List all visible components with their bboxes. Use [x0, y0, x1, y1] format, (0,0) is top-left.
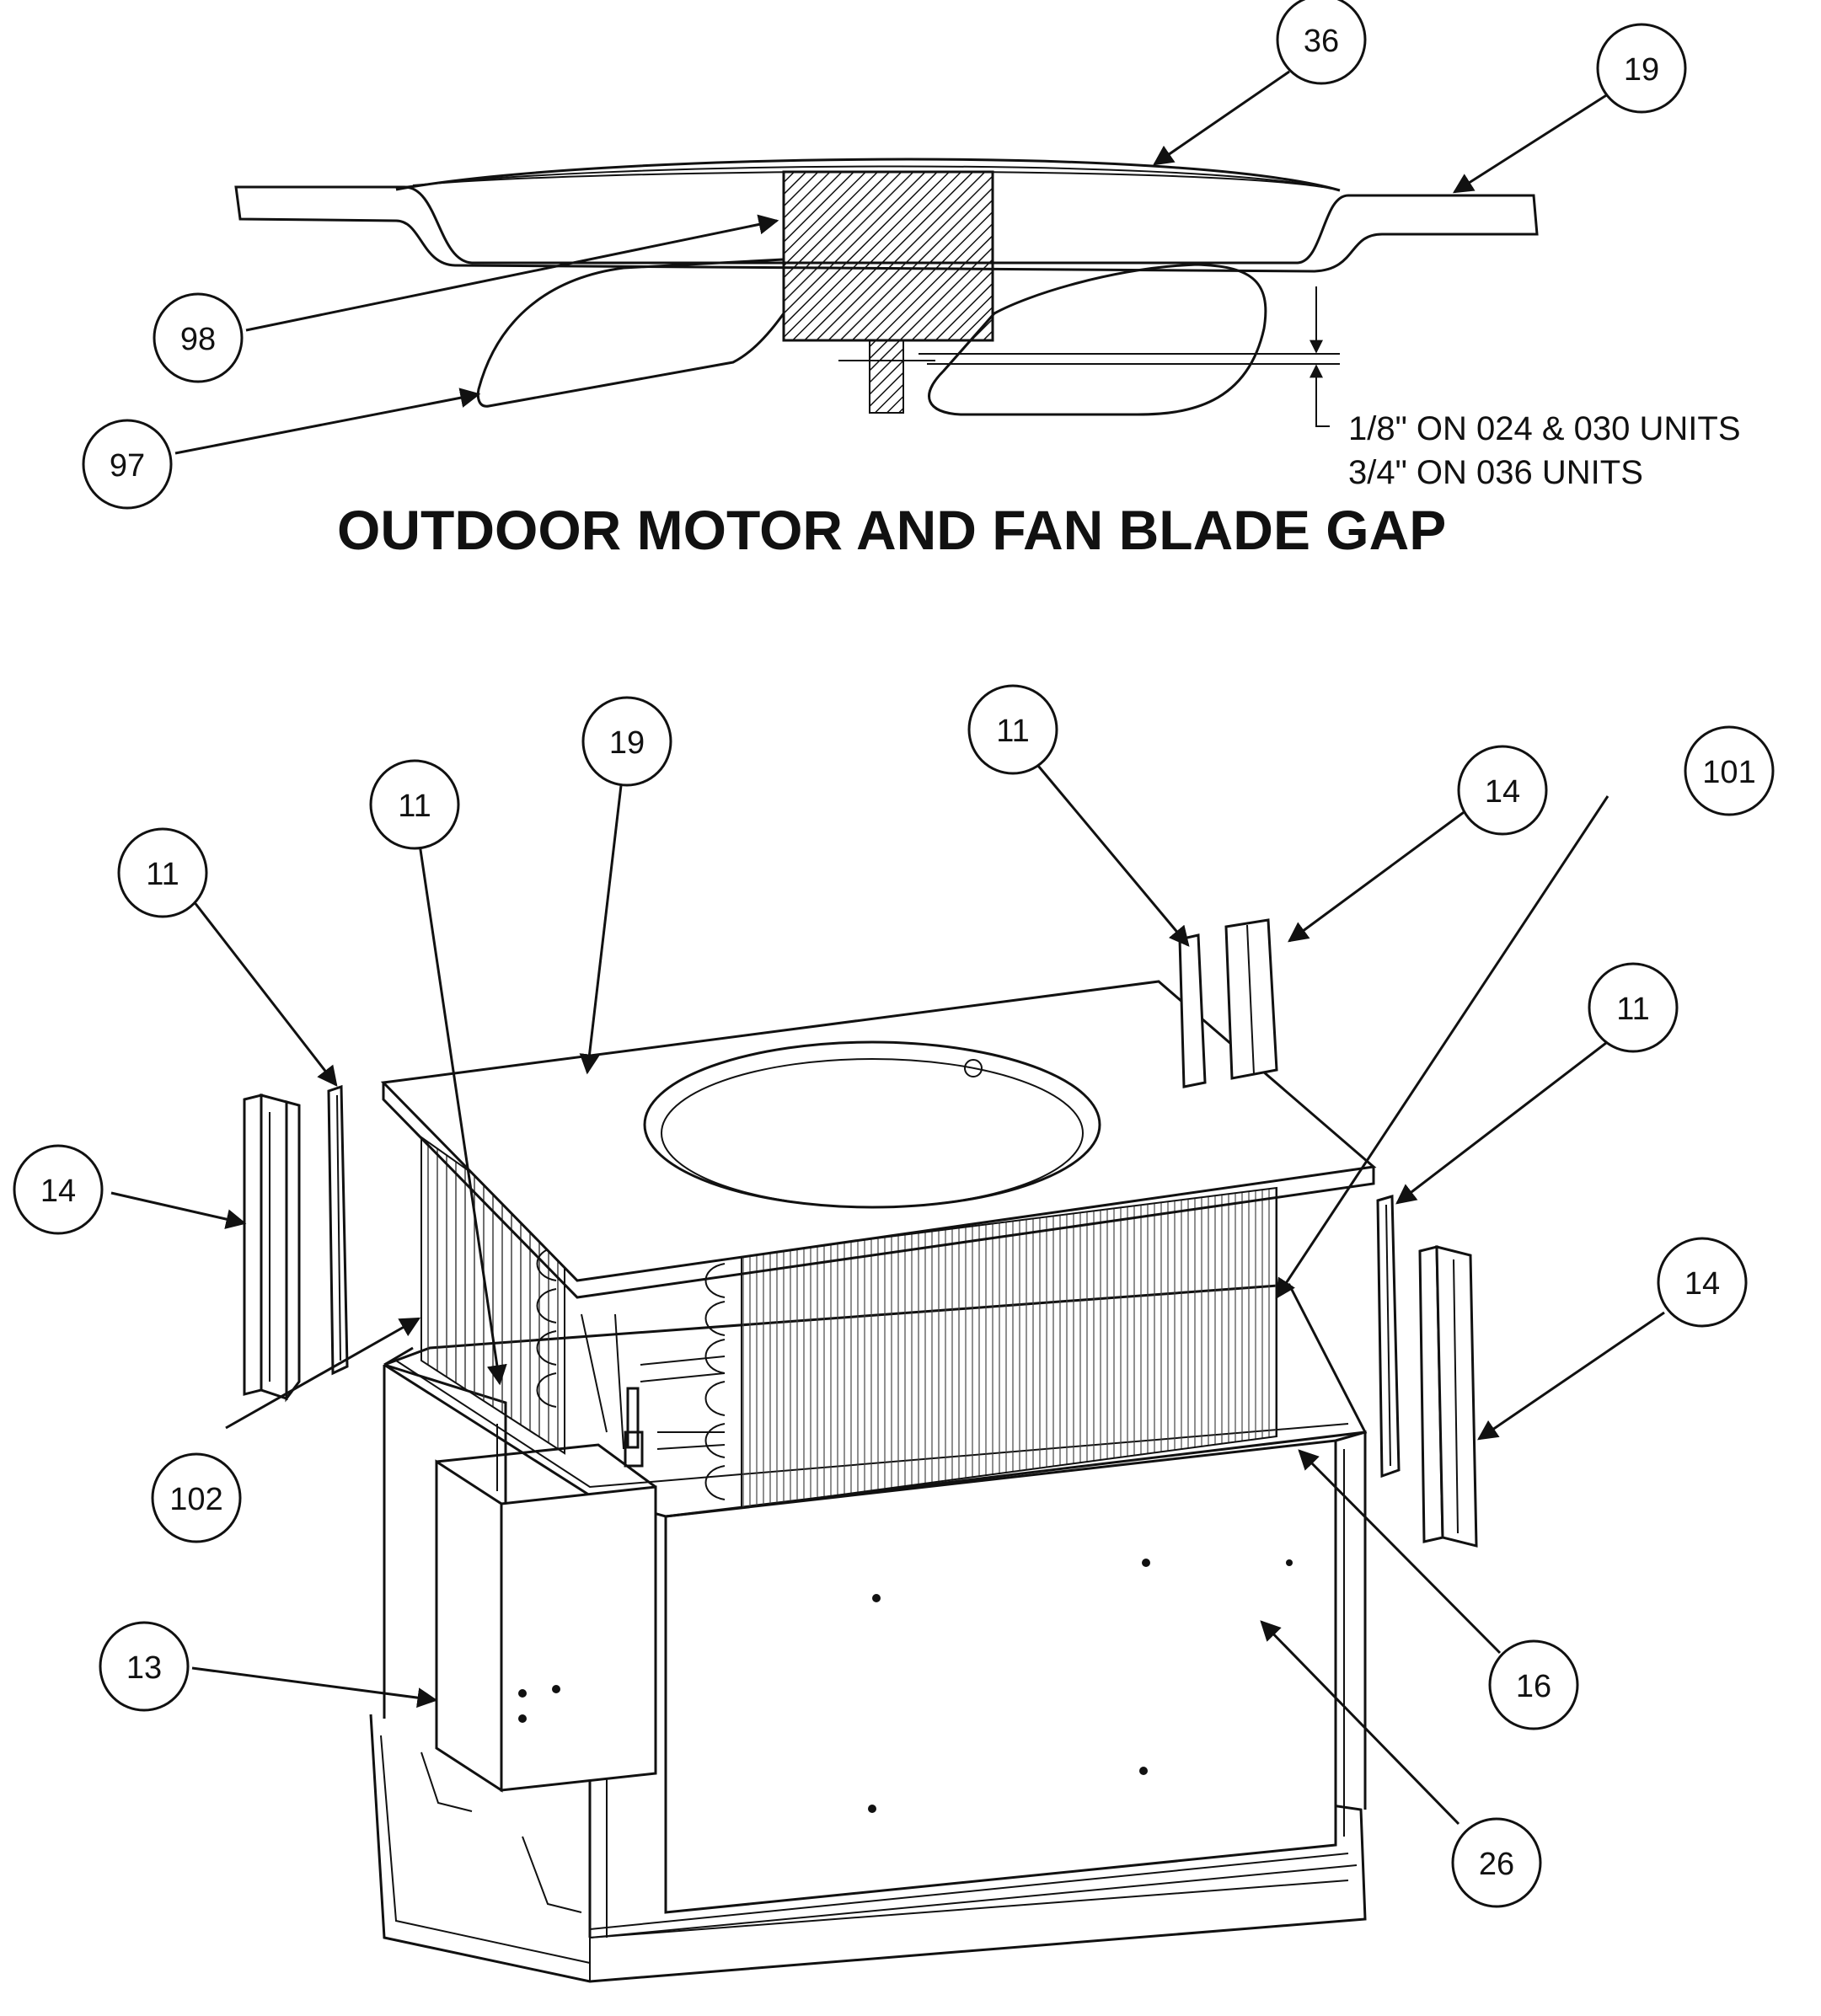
- svg-text:14: 14: [40, 1174, 76, 1209]
- callout-11-b: 11: [117, 827, 208, 918]
- callout-16: 16: [1488, 1639, 1579, 1730]
- callout-36: 36: [1276, 0, 1367, 85]
- fan-orifice-panel: [234, 185, 1539, 273]
- corner-post-left: [243, 1094, 301, 1403]
- corner-rail-left: [327, 1084, 349, 1376]
- fan-blade-right: [928, 263, 1267, 416]
- leader-lines: [110, 70, 1665, 1826]
- condenser-coil-front: [741, 1186, 1277, 1510]
- svg-text:98: 98: [180, 322, 216, 357]
- unit-exploded-view: [243, 918, 1478, 1983]
- callout-19-unit: 19: [581, 696, 672, 787]
- corner-post-right-front: [1418, 1245, 1478, 1548]
- svg-text:14: 14: [1485, 774, 1520, 810]
- callout-14-a: 14: [1457, 745, 1548, 836]
- diagram-title: OUTDOOR MOTOR AND FAN BLADE GAP: [337, 499, 1446, 561]
- callout-97: 97: [82, 419, 173, 510]
- svg-text:102: 102: [169, 1482, 222, 1517]
- motor-shaft: [869, 340, 904, 414]
- svg-text:26: 26: [1479, 1847, 1514, 1882]
- gap-note-line1: 1/8" ON 024 & 030 UNITS: [1348, 410, 1741, 447]
- fan-guard: [395, 158, 1341, 192]
- gap-note-line2: 3/4" ON 036 UNITS: [1348, 454, 1643, 491]
- svg-text:11: 11: [1616, 992, 1649, 1027]
- base-pan: [369, 1714, 1367, 1983]
- control-box: [435, 1459, 503, 1793]
- callout-101: 101: [1684, 725, 1775, 816]
- callout-13: 13: [99, 1621, 190, 1712]
- svg-text:13: 13: [126, 1650, 162, 1686]
- svg-text:19: 19: [1624, 52, 1659, 88]
- callout-14-c: 14: [1657, 1237, 1748, 1328]
- fan-detail-view: 1/8" ON 024 & 030 UNITS 3/4" ON 036 UNIT…: [234, 158, 1741, 561]
- callout-98: 98: [153, 292, 244, 383]
- callout-11-a: 11: [369, 759, 460, 850]
- svg-text:36: 36: [1304, 24, 1339, 59]
- corner-post-right-rear: [1178, 918, 1278, 1088]
- callout-26: 26: [1451, 1817, 1542, 1908]
- callout-14-b: 14: [13, 1144, 104, 1235]
- callouts: 36 19 98 97 19 11 11 11: [13, 0, 1775, 1908]
- fan-motor: [782, 170, 994, 342]
- svg-text:11: 11: [146, 857, 179, 892]
- corner-rail-right: [1376, 1195, 1401, 1479]
- callout-19-top: 19: [1596, 23, 1687, 114]
- callout-11-d: 11: [1588, 962, 1679, 1053]
- fan-blade-left: [476, 258, 785, 408]
- front-access-panel: [664, 1439, 1337, 1914]
- callout-102: 102: [151, 1452, 242, 1543]
- svg-text:11: 11: [996, 714, 1029, 749]
- svg-text:16: 16: [1516, 1669, 1551, 1704]
- coil-u-bends: [536, 1246, 726, 1500]
- svg-text:97: 97: [110, 448, 145, 484]
- svg-text:14: 14: [1684, 1266, 1720, 1302]
- svg-text:19: 19: [609, 725, 645, 761]
- svg-text:101: 101: [1702, 755, 1755, 790]
- svg-text:11: 11: [398, 789, 431, 824]
- callout-11-c: 11: [967, 684, 1058, 775]
